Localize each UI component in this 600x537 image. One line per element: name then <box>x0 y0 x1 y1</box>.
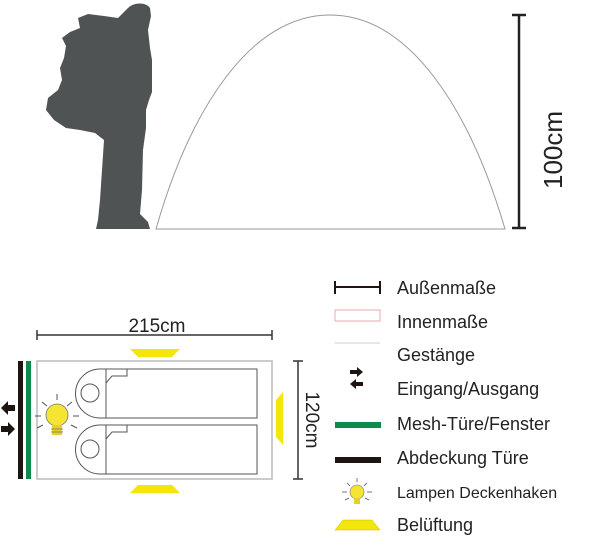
door-cover <box>18 361 23 479</box>
backpacker-silhouette <box>46 3 152 229</box>
width-label: 120cm <box>301 391 322 448</box>
inner-rect-icon <box>334 309 381 322</box>
exit-arrow-icon <box>1 401 15 415</box>
vent-right <box>276 392 283 445</box>
legend-label: Belüftung <box>397 515 473 535</box>
legend-label: Lampen Deckenhaken <box>397 485 557 502</box>
legend-label: Eingang/Ausgang <box>397 379 539 399</box>
entry-exit-arrows-icon <box>350 367 363 389</box>
tent-dome-outline <box>155 14 506 230</box>
vent-top <box>130 349 180 357</box>
legend-label: Abdeckung Türe <box>397 448 529 468</box>
mesh-door-icon <box>335 422 381 428</box>
width-dimension <box>293 360 303 480</box>
door-cover-icon <box>335 457 381 463</box>
legend-label: Innenmaße <box>397 312 488 332</box>
height-dimension <box>512 13 526 230</box>
mesh-door <box>26 361 31 479</box>
dimension-line-icon <box>334 281 381 294</box>
legend-label: Gestänge <box>397 345 475 365</box>
length-label: 215cm <box>128 316 185 337</box>
tent-floor <box>36 360 273 480</box>
legend-lamp-icon <box>342 478 372 504</box>
sleeping-bag <box>75 424 258 475</box>
legend-label: Außenmaße <box>397 278 496 298</box>
height-label: 100cm <box>538 111 568 189</box>
lamp-icon <box>35 394 79 435</box>
vent-bottom <box>130 485 180 493</box>
entry-arrow-icon <box>1 422 15 436</box>
length-dimension <box>36 330 273 340</box>
sleeping-bag <box>75 368 258 419</box>
legend-label: Mesh-Türe/Fenster <box>397 414 550 434</box>
vent-icon <box>334 519 381 531</box>
